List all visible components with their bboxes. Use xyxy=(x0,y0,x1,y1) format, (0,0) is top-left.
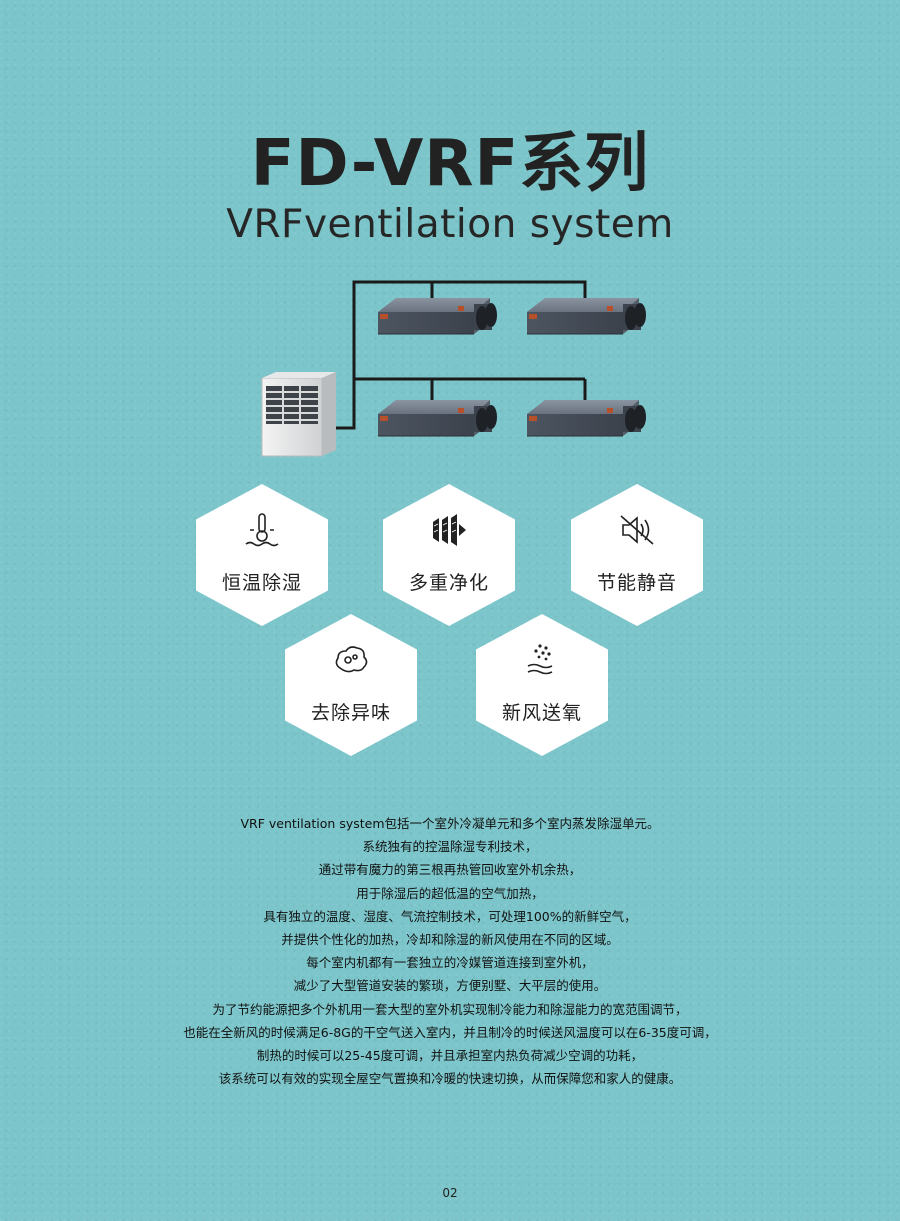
description-line: 每个室内机都有一套独立的冷媒管道连接到室外机， xyxy=(306,955,594,971)
description-line: 制热的时候可以25-45度可调，并且承担室内热负荷减少空调的功耗， xyxy=(256,1048,644,1064)
indoor-unit xyxy=(377,399,498,437)
page-title: FD-VRF系列 xyxy=(250,127,650,201)
oxygen-breeze-icon xyxy=(527,644,553,675)
description-line: 通过带有魔力的第三根再热管回收室外机余热， xyxy=(318,862,582,878)
indoor-unit xyxy=(526,399,647,437)
odor-cloud-icon xyxy=(335,646,368,673)
indoor-unit xyxy=(526,297,647,335)
feature-hexagon: 新风送氧 xyxy=(476,614,608,756)
feature-hexagon: 恒温除湿 xyxy=(196,484,328,626)
system-diagram xyxy=(261,280,647,457)
feature-label: 新风送氧 xyxy=(501,702,582,724)
refrigerant-pipes xyxy=(323,280,587,430)
description-line: 并提供个性化的加热，冷却和除湿的新风使用在不同的区域。 xyxy=(281,932,619,948)
feature-label: 去除异味 xyxy=(310,702,391,724)
feature-label: 恒温除湿 xyxy=(221,572,302,594)
description-line: 具有独立的温度、湿度、气流控制技术，可处理100%的新鲜空气， xyxy=(263,908,637,924)
feature-hexagon: 去除异味 xyxy=(285,614,417,756)
description-line: 减少了大型管道安装的繁琐，方便别墅、大平层的使用。 xyxy=(293,978,607,994)
description-line: 用于除湿后的超低温的空气加热， xyxy=(356,885,544,901)
page-subtitle: VRFventilation system xyxy=(226,202,674,247)
feature-hexagon: 节能静音 xyxy=(571,484,703,626)
thermometer-wave-icon xyxy=(245,513,279,547)
description-line: 系统独有的控温除湿专利技术， xyxy=(362,839,538,855)
feature-label: 节能静音 xyxy=(596,572,677,594)
description-line: VRF ventilation system包括一个室外冷凝单元和多个室内蒸发除… xyxy=(240,816,660,831)
description-line: 该系统可以有效的实现全屋空气置换和冷暖的快速切换，从而保障您和家人的健康。 xyxy=(218,1071,682,1087)
description-text: VRF ventilation system包括一个室外冷凝单元和多个室内蒸发除… xyxy=(0,812,900,1090)
outdoor-unit xyxy=(261,372,336,457)
mute-speaker-icon xyxy=(620,515,654,545)
feature-hexagon: 多重净化 xyxy=(383,484,515,626)
description-line: 为了节约能源把多个外机用一套大型的室外机实现制冷能力和除湿能力的宽范围调节， xyxy=(212,1001,688,1017)
indoor-unit xyxy=(377,297,498,335)
page-number: 02 xyxy=(442,1186,458,1200)
feature-label: 多重净化 xyxy=(408,572,489,594)
filter-layers-icon xyxy=(433,514,466,546)
description-line: 也能在全新风的时候满足6-8G的干空气送入室内，并且制冷的时候送风温度可以在6-… xyxy=(183,1024,717,1040)
